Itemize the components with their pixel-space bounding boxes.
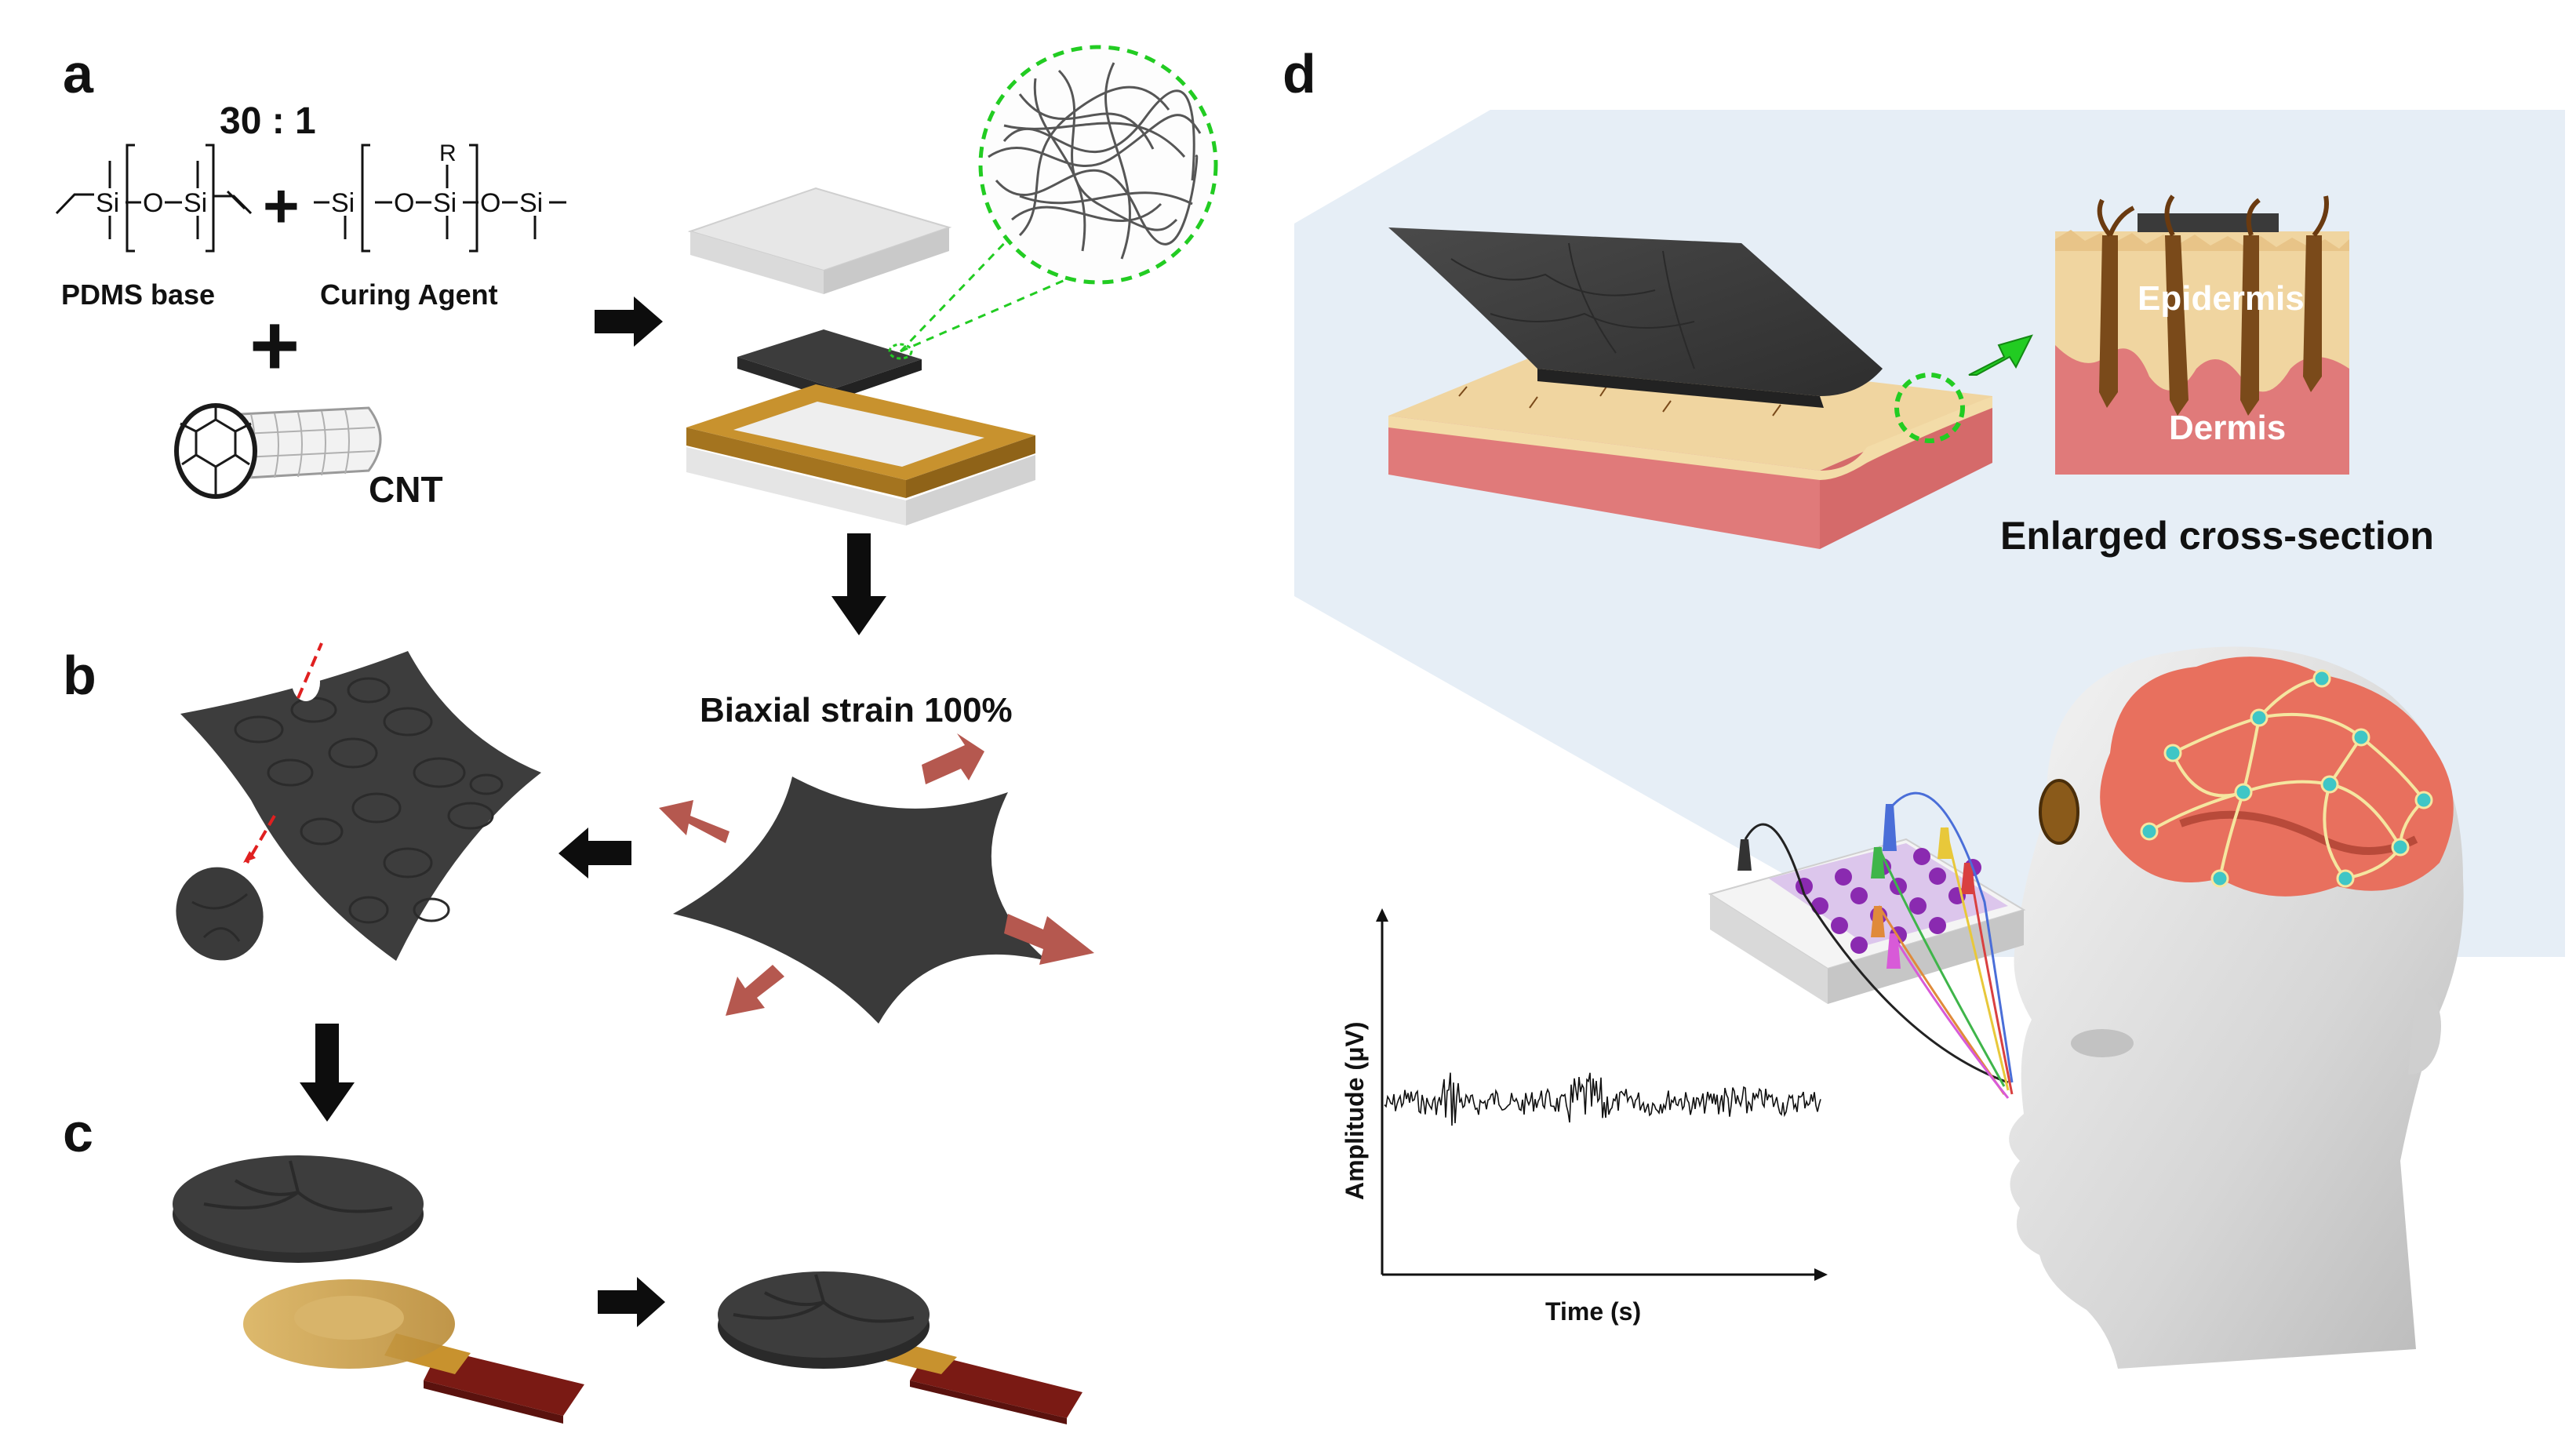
- panel-letter-c: c: [63, 1102, 93, 1163]
- skin-film: [1388, 227, 1883, 408]
- panel-letter-d: d: [1283, 43, 1316, 104]
- chem-o-2: O: [394, 188, 414, 218]
- electrode-assembly-exploded: [173, 1155, 584, 1424]
- biaxial-strain-label: Biaxial strain 100%: [700, 691, 1013, 729]
- eeg-plot: Amplitude (μV) Time (s): [1341, 908, 1828, 1326]
- curing-agent-structure: [314, 144, 566, 253]
- arrow-left-b: [558, 828, 631, 878]
- panel-letter-a: a: [63, 43, 94, 104]
- skin-zoom-spot: [1894, 373, 1965, 443]
- electrode-assembly-final: [718, 1271, 1082, 1424]
- panel-a-chemistry: 30 : 1 Si O Si PDMS base +: [55, 100, 566, 510]
- cracked-flake-disc: [176, 867, 264, 961]
- chem-si-5: Si: [519, 188, 543, 218]
- pdms-base-structure: [55, 144, 253, 253]
- forehead-electrode: [2039, 779, 2079, 845]
- plus-sign-2: +: [249, 297, 300, 394]
- cnt-label: CNT: [369, 469, 443, 510]
- plot-x-label: Time (s): [1545, 1297, 1641, 1326]
- cnt-film-layer: [737, 329, 922, 388]
- panel-letter-b: b: [63, 645, 96, 706]
- eeg-trace: [1384, 1072, 1821, 1126]
- cnt-network-strands: [988, 62, 1202, 260]
- plus-sign-1: +: [263, 171, 300, 241]
- cross-section-caption: Enlarged cross-section: [2000, 514, 2434, 558]
- chem-si-1: Si: [96, 188, 119, 218]
- chem-si-2: Si: [184, 188, 207, 218]
- chem-si-4: Si: [433, 188, 457, 218]
- cnt-tube-illustration: [174, 403, 382, 499]
- cross-section-film: [2138, 213, 2279, 232]
- pdms-base-label: PDMS base: [61, 278, 215, 311]
- eeg-board: [1708, 791, 2026, 1099]
- film-zoom-spot: [888, 343, 913, 360]
- brain: [2100, 657, 2454, 897]
- green-arrow: [1968, 334, 2033, 376]
- chem-o-3: O: [480, 188, 500, 218]
- exploded-mold-stack: [686, 45, 1218, 526]
- mix-ratio: 30 : 1: [220, 100, 316, 142]
- cracked-film-curved: [180, 642, 541, 961]
- chem-r: R: [439, 140, 457, 166]
- epidermis-label: Epidermis: [2138, 279, 2305, 318]
- arrow-right-c: [598, 1277, 665, 1327]
- chem-o-1: O: [143, 188, 163, 218]
- cross-section-panel: Epidermis Dermis: [2055, 195, 2349, 475]
- arrow-down-a: [831, 533, 886, 635]
- dermis-label: Dermis: [2169, 409, 2286, 447]
- arrow-right-a: [595, 296, 663, 347]
- arrow-down-b: [300, 1024, 355, 1122]
- plot-y-label: Amplitude (μV): [1341, 1021, 1369, 1200]
- electrode-wires: [1744, 791, 2014, 1099]
- curing-agent-label: Curing Agent: [320, 278, 498, 311]
- stretched-film: [673, 777, 1047, 1024]
- strain-arrows: [659, 733, 1094, 1016]
- chem-si-3: Si: [331, 188, 355, 218]
